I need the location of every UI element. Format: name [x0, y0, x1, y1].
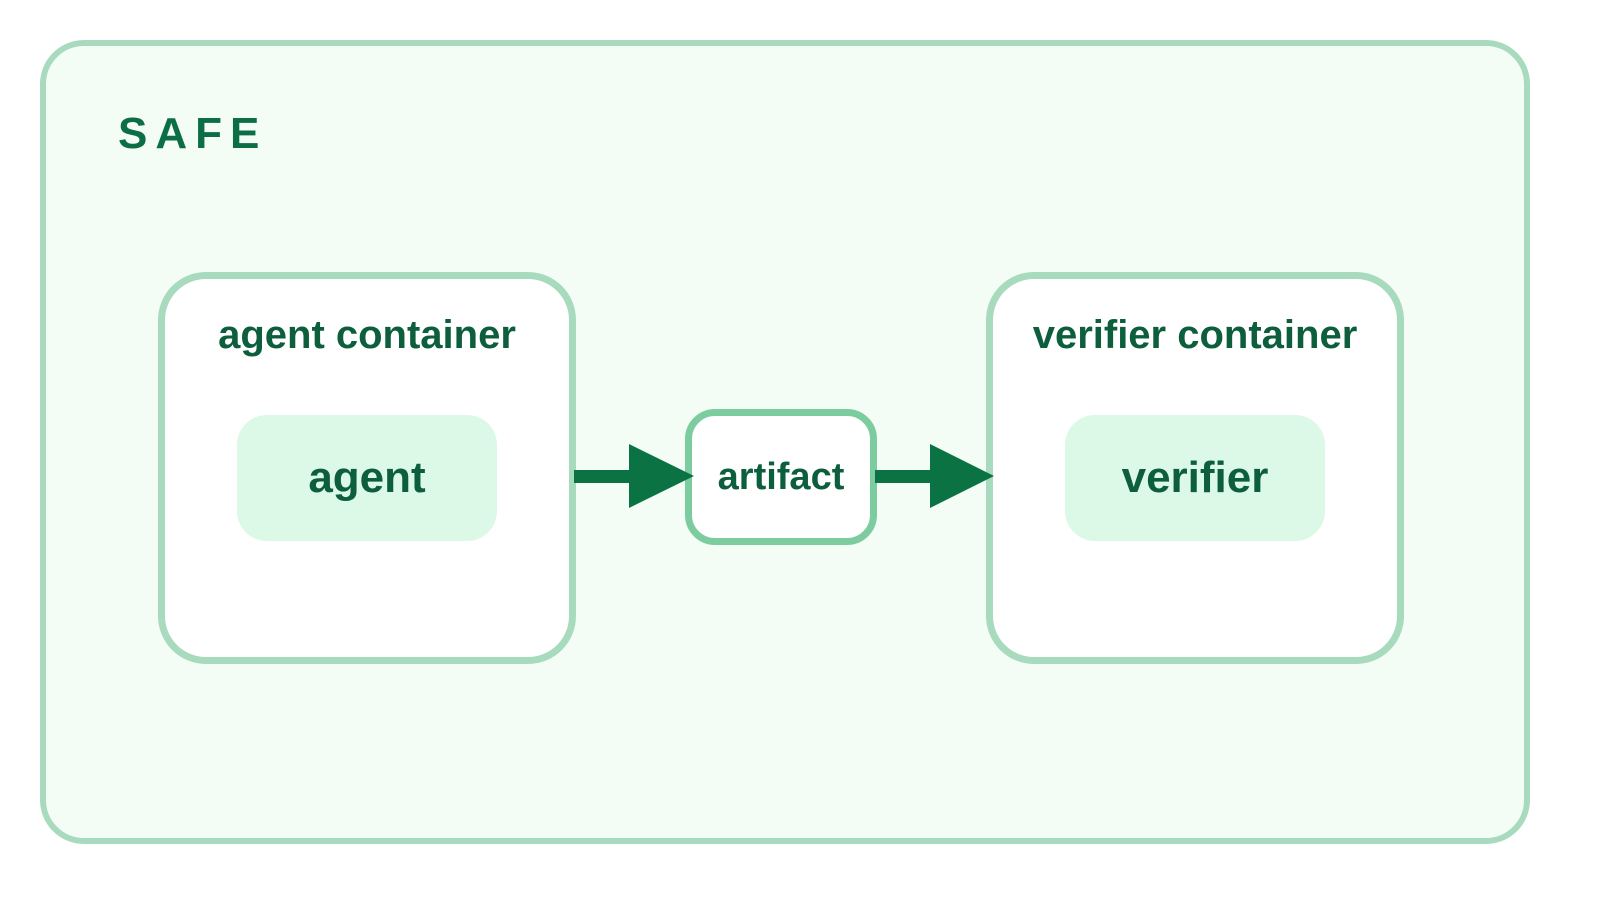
verifier-node: verifier [1065, 415, 1325, 541]
verifier-container: verifier container verifier [986, 272, 1404, 664]
artifact-node: artifact [685, 409, 877, 545]
agent-container: agent container agent [158, 272, 576, 664]
agent-node: agent [237, 415, 497, 541]
verifier-container-title: verifier container [1032, 313, 1358, 357]
safe-zone-label: SAFE [118, 109, 268, 158]
agent-container-title: agent container [218, 313, 516, 357]
